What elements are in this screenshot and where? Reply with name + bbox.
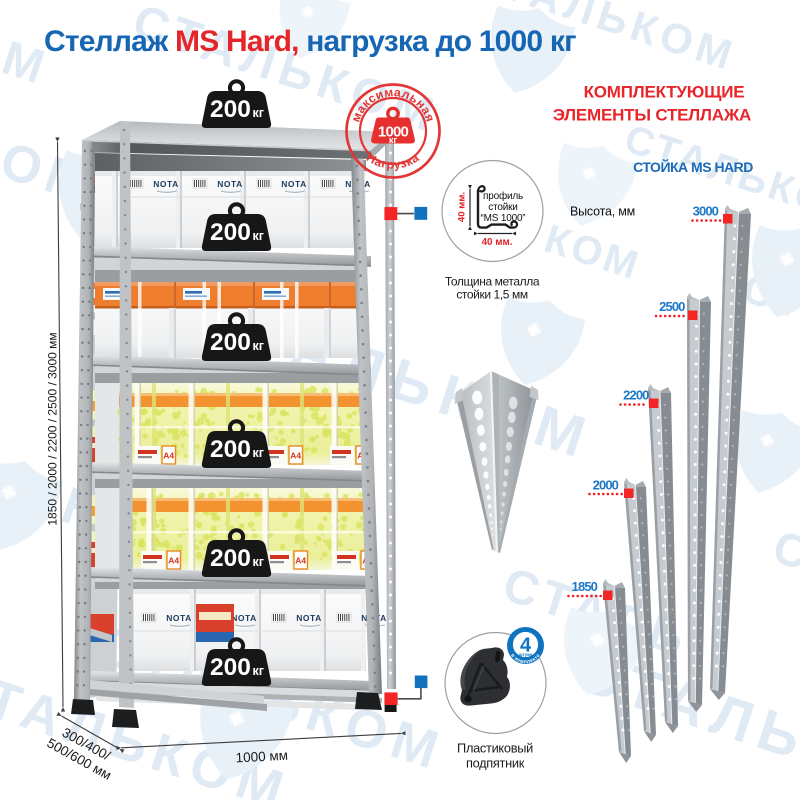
svg-text:200: 200 xyxy=(210,654,251,681)
svg-text:кг: кг xyxy=(389,135,398,145)
svg-text:кг: кг xyxy=(253,106,264,120)
svg-text:NOTA: NOTA xyxy=(217,179,242,189)
svg-text:кг: кг xyxy=(253,446,264,460)
svg-text:2000: 2000 xyxy=(593,478,619,493)
svg-text:1000 мм: 1000 мм xyxy=(235,748,288,766)
svg-text:200: 200 xyxy=(210,545,251,572)
svg-text:NOTA: NOTA xyxy=(166,613,191,623)
svg-text:A4: A4 xyxy=(168,556,179,566)
svg-text:СТОЙКА MS HARD: СТОЙКА MS HARD xyxy=(633,158,753,175)
svg-text:“MS 1000”: “MS 1000” xyxy=(481,213,526,224)
svg-text:200: 200 xyxy=(210,219,251,246)
svg-text:Стеллаж MS Hard, нагрузка до 1: Стеллаж MS Hard, нагрузка до 1000 кг xyxy=(44,25,576,58)
svg-text:4: 4 xyxy=(520,635,532,657)
svg-text:стойки 1,5 мм: стойки 1,5 мм xyxy=(456,288,527,302)
svg-text:СТАЛ: СТАЛ xyxy=(767,520,800,615)
svg-text:40 мм.: 40 мм. xyxy=(482,237,513,248)
svg-text:200: 200 xyxy=(210,96,251,123)
svg-text:NOTA: NOTA xyxy=(281,179,306,189)
svg-text:кг: кг xyxy=(253,229,264,243)
svg-text:кг: кг xyxy=(253,664,264,678)
svg-text:ЭЛЕМЕНТЫ СТЕЛЛАЖА: ЭЛЕМЕНТЫ СТЕЛЛАЖА xyxy=(553,106,751,125)
svg-text:A4: A4 xyxy=(295,556,306,566)
svg-text:2200: 2200 xyxy=(623,388,649,403)
svg-text:200: 200 xyxy=(210,436,251,463)
svg-text:Толщина металла: Толщина металла xyxy=(445,275,540,289)
svg-text:Пластиковый: Пластиковый xyxy=(457,741,533,756)
svg-text:стойки: стойки xyxy=(488,202,517,213)
svg-text:2500: 2500 xyxy=(659,299,685,314)
svg-text:NOTA: NOTA xyxy=(231,613,256,623)
svg-text:КОМПЛЕКТУЮЩИЕ: КОМПЛЕКТУЮЩИЕ xyxy=(584,83,745,102)
svg-text:3000: 3000 xyxy=(693,204,719,219)
svg-text:1000: 1000 xyxy=(378,124,409,141)
svg-text:Нагрузка: Нагрузка xyxy=(364,150,422,172)
svg-text:штуки: штуки xyxy=(519,652,533,657)
svg-text:NOTA: NOTA xyxy=(296,613,321,623)
svg-text:кг: кг xyxy=(253,339,264,353)
svg-text:КОМ: КОМ xyxy=(539,217,646,289)
svg-text:200: 200 xyxy=(210,329,251,356)
svg-text:NOTA: NOTA xyxy=(153,179,178,189)
svg-text:1850: 1850 xyxy=(572,579,598,594)
svg-text:A4: A4 xyxy=(290,451,301,461)
svg-text:1850 / 2000 / 2200 / 2500 / 30: 1850 / 2000 / 2200 / 2500 / 3000 мм xyxy=(46,332,60,525)
svg-text:кг: кг xyxy=(253,555,264,569)
svg-text:профиль: профиль xyxy=(483,190,523,202)
svg-text:40 мм.: 40 мм. xyxy=(457,192,468,222)
svg-text:подпятник: подпятник xyxy=(466,756,525,771)
svg-text:Высота, мм: Высота, мм xyxy=(570,205,635,219)
svg-text:A4: A4 xyxy=(163,451,174,461)
